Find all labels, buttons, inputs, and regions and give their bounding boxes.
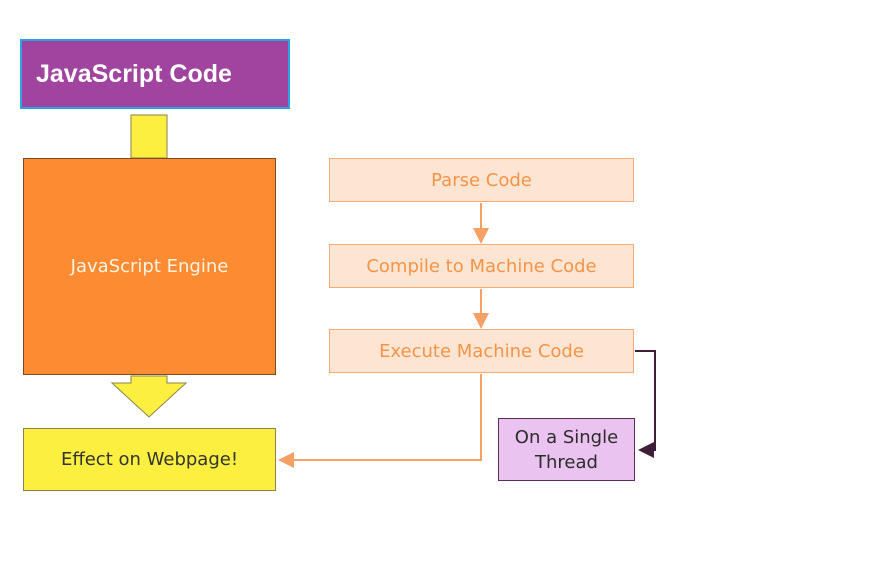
execute-label: Execute Machine Code: [379, 340, 584, 362]
execute-to-effect-arrow: [278, 374, 482, 468]
javascript-engine-box: JavaScript Engine: [23, 158, 276, 375]
parse-code-label: Parse Code: [431, 169, 532, 191]
effect-on-webpage-box: Effect on Webpage!: [23, 428, 276, 491]
javascript-engine-label: JavaScript Engine: [70, 256, 229, 277]
single-thread-label: On a Single Thread: [514, 426, 619, 473]
single-thread-box: On a Single Thread: [498, 418, 635, 481]
parse-code-step: Parse Code: [329, 158, 634, 202]
execute-step: Execute Machine Code: [329, 329, 634, 373]
execute-to-thread-arrow: [635, 350, 656, 458]
compile-step: Compile to Machine Code: [329, 244, 634, 288]
engine-to-effect-arrow: [110, 375, 188, 418]
javascript-code-label: JavaScript Code: [36, 59, 232, 88]
compile-label: Compile to Machine Code: [366, 255, 597, 277]
javascript-code-box: JavaScript Code: [20, 39, 290, 109]
code-to-engine-connector: [130, 114, 168, 159]
effect-on-webpage-label: Effect on Webpage!: [60, 449, 239, 470]
